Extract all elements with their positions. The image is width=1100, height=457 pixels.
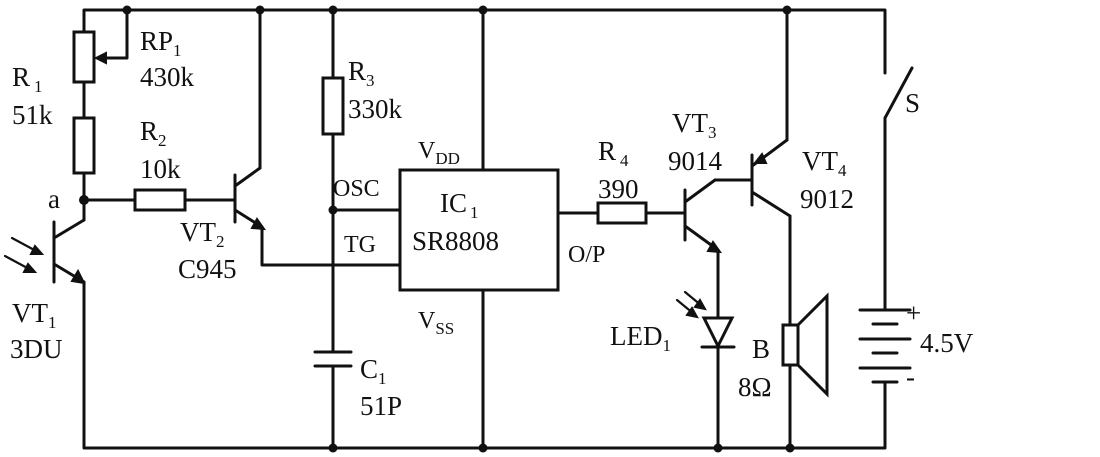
label-vt1-value: 3DU: [10, 334, 63, 364]
label-r2-value: 10k: [140, 154, 181, 184]
label-r2: R2: [140, 116, 167, 150]
label-led1: LED1: [610, 321, 671, 355]
pin-label-op: O/P: [568, 242, 605, 268]
label-speaker-b: B: [752, 334, 770, 364]
junction-dot: [328, 443, 338, 453]
pin-label-tg: TG: [344, 232, 376, 258]
label-node-a: a: [48, 184, 60, 214]
label-r3: R3: [348, 56, 375, 90]
phototransistor-vt1: [3, 198, 86, 302]
junction-dot: [478, 5, 488, 15]
transistor-vt3: [683, 178, 754, 320]
label-rp1: RP1: [140, 26, 182, 60]
transistor-vt2: [233, 8, 402, 267]
junction-dot: [785, 443, 795, 453]
junction-dot: [122, 5, 132, 15]
resistor-r1: [72, 116, 96, 202]
label-speaker-b-value: 8Ω: [738, 372, 772, 402]
label-vt3: VT3: [672, 108, 717, 142]
pin-label-osc: OSC: [333, 176, 380, 202]
label-vt1: VT1: [12, 298, 57, 332]
resistor-r2: [82, 188, 237, 212]
label-battery-voltage: 4.5V: [920, 328, 974, 358]
label-r1-value: 51k: [12, 100, 53, 130]
label-vt2: VT2: [180, 217, 225, 251]
resistor-r4: [556, 201, 687, 225]
label-c1-value: 51P: [360, 391, 402, 421]
resistor-r3: [321, 8, 345, 354]
junction-dot: [328, 5, 338, 15]
battery: [858, 308, 912, 387]
label-vt4: VT4: [802, 146, 847, 180]
pin-label-vss: VSS: [418, 308, 454, 338]
junction-dot: [713, 443, 723, 453]
label-vt2-value: C945: [178, 254, 237, 284]
label-rp1-value: 430k: [140, 62, 195, 92]
ic-sr8808: [398, 8, 560, 450]
junction-dot: [782, 5, 792, 15]
junction-dot: [478, 443, 488, 453]
capacitor-c1: [313, 350, 353, 450]
pin-label-vdd: VDD: [418, 138, 460, 168]
label-c1: C1: [360, 354, 387, 388]
switch-s: [883, 58, 914, 312]
label-switch-s: S: [905, 88, 920, 118]
speaker-b: [781, 292, 829, 450]
transistor-vt4: [750, 8, 792, 327]
label-r3-value: 330k: [348, 94, 403, 124]
junction-dot: [255, 5, 265, 15]
potentiometer-rp1: [72, 8, 129, 120]
led1: [675, 290, 736, 450]
battery-plus-sign: +: [906, 298, 921, 328]
label-r4-value: 390: [598, 174, 639, 204]
label-vt4-value: 9012: [800, 184, 854, 214]
battery-minus-sign: -: [906, 362, 915, 392]
label-ic1-value: SR8808: [412, 226, 499, 256]
label-vt3-value: 9014: [668, 146, 723, 176]
